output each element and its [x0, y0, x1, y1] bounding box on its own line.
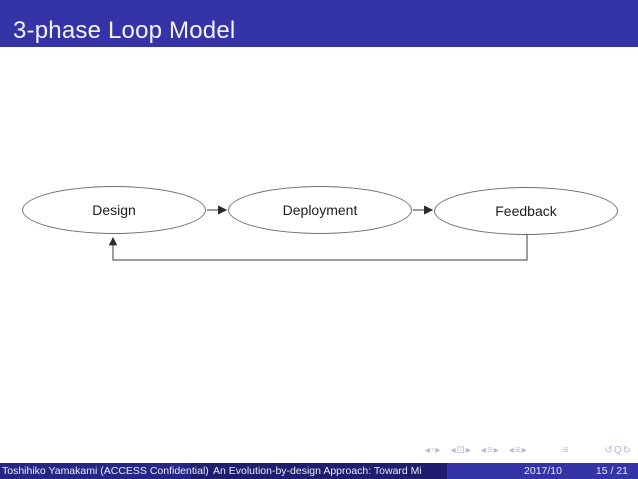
node-feedback-label: Feedback	[495, 203, 557, 219]
appendix-nav-icon[interactable]: ≡	[562, 445, 570, 456]
footer-author-box	[0, 463, 191, 479]
footer-short-title: An Evolution-by-design Approach: Toward …	[213, 465, 422, 477]
section-nav-icon[interactable]: ◂≡▸	[508, 445, 528, 456]
footer-date-box	[447, 463, 638, 479]
node-deployment-label: Deployment	[282, 202, 358, 218]
footline: Toshihiko Yamakami (ACCESS Confidential)…	[0, 463, 638, 479]
node-feedback: Feedback	[434, 187, 618, 235]
navigation-symbols: ◂▫▸ ◂⊡▸ ◂≡▸ ◂≡▸ ≡ ↺Q↻	[425, 445, 632, 456]
edge-feedback-to-design	[108, 234, 528, 261]
footer-date: 2017/10	[524, 465, 562, 477]
footer-author-institute: Toshihiko Yamakami (ACCESS Confidential)	[2, 465, 209, 477]
node-deployment: Deployment	[228, 186, 412, 234]
frame-title-bar: 3-phase Loop Model	[0, 0, 638, 47]
node-design-label: Design	[92, 202, 136, 218]
frame-nav-icon[interactable]: ◂⊡▸	[450, 445, 472, 456]
subsection-nav-icon[interactable]: ◂≡▸	[480, 445, 500, 456]
footer-title-box	[191, 463, 447, 479]
slide-nav-icon[interactable]: ◂▫▸	[424, 445, 442, 456]
node-design: Design	[22, 186, 206, 234]
frame-title: 3-phase Loop Model	[13, 16, 236, 44]
search-nav-icon[interactable]: ↺Q↻	[604, 445, 632, 456]
footer-frame-number: 15 / 21	[595, 465, 628, 477]
